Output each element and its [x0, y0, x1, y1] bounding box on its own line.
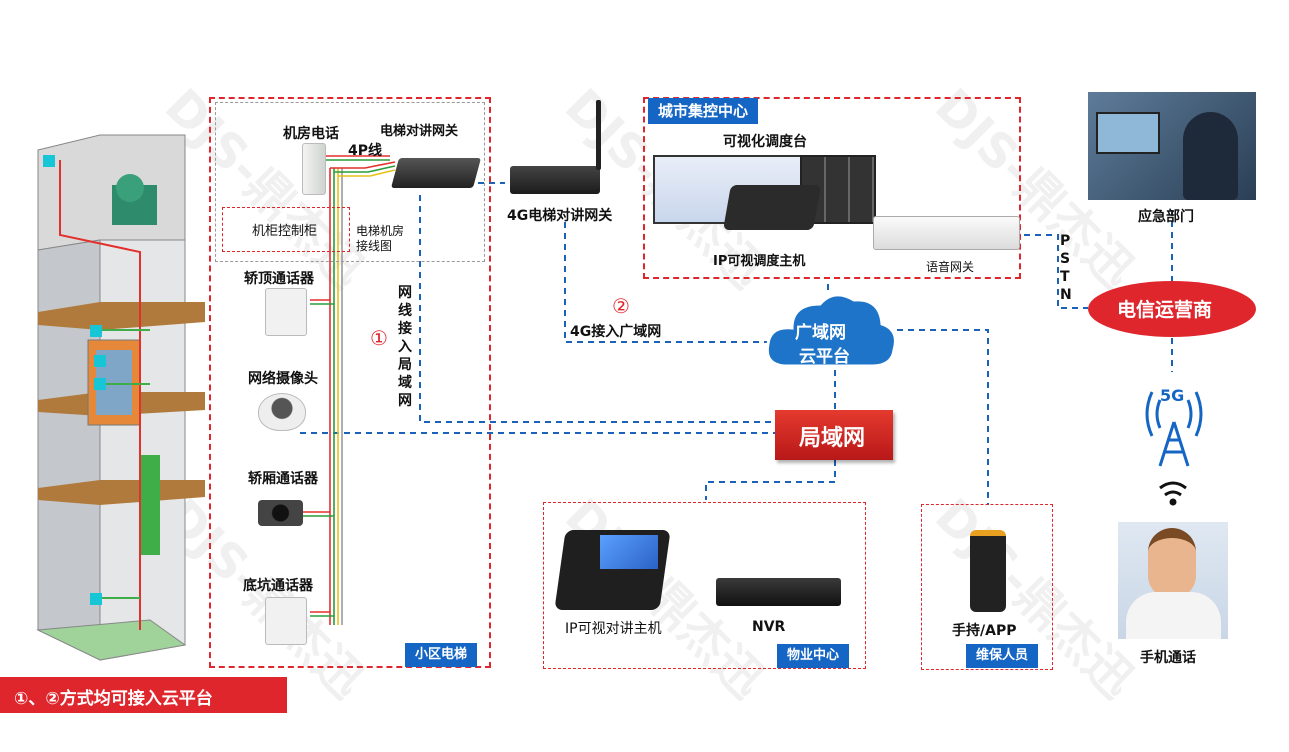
emergency-photo: [1088, 92, 1256, 200]
pstn-letter: P: [1060, 233, 1071, 249]
cloud-line1: 广域网: [795, 323, 846, 343]
car-intercom-label: 轿厢通话器: [248, 471, 318, 487]
voice-gateway-icon: [873, 216, 1020, 250]
city-center-tag: 城市集控中心: [648, 98, 759, 124]
lan-cable-vertical-label: 网线接入局域网: [398, 285, 412, 409]
car-top-intercom-icon: [265, 288, 307, 336]
elevator-gateway-label: 电梯对讲网关: [380, 124, 459, 139]
handheld-label: 手持/APP: [952, 623, 1017, 639]
machine-room-wiring-text: 电梯机房接线图: [356, 224, 405, 253]
lan-access-label: 4G接入广域网: [570, 324, 662, 340]
telecom-ellipse: [1088, 281, 1256, 337]
handheld-terminal-icon: [970, 530, 1006, 612]
nvr-label: NVR: [752, 619, 786, 635]
footer-note-text: ①、②方式均可接入云平台: [14, 689, 213, 709]
marker-2: ②: [612, 294, 630, 318]
elevator-shaft: [36, 134, 205, 661]
operator-figure: [1183, 112, 1238, 200]
tower-5g-icon: [1145, 391, 1203, 467]
pstn-label: P S T N: [1060, 232, 1074, 304]
lan-box: [775, 410, 893, 460]
nvr-icon: [716, 578, 841, 606]
cloud-icon: [765, 293, 897, 368]
mobile-call-photo: [1118, 522, 1228, 639]
car-intercom-icon: [258, 500, 303, 526]
wireless-signal-icon: [1159, 481, 1187, 506]
community-elevator-box: [209, 97, 491, 668]
pit-intercom-label: 底坑通话器: [243, 578, 313, 594]
car-top-intercom-label: 轿顶通话器: [244, 271, 314, 287]
city-center-box: [643, 97, 1021, 279]
community-elevator-tag: 小区电梯: [405, 643, 478, 667]
ip-dispatch-host-label: IP可视调度主机: [713, 254, 806, 269]
telecom-label: 电信运营商: [1117, 299, 1213, 321]
network-camera-label: 网络摄像头: [248, 371, 318, 387]
visual-console-label: 可视化调度台: [723, 134, 807, 150]
machine-room-box: [215, 102, 485, 262]
ip-dispatch-host-icon: [723, 185, 821, 230]
pstn-letter: N: [1060, 287, 1072, 303]
cable-4p-label: 4P线: [348, 143, 383, 159]
property-center-tag: 物业中心: [777, 644, 850, 668]
pstn-letter: S: [1060, 251, 1071, 267]
antenna-icon: [596, 100, 601, 170]
monitor-figure: [1096, 112, 1160, 154]
marker-1: ①: [370, 326, 388, 350]
person-body: [1126, 592, 1221, 639]
network-camera-icon: [258, 393, 306, 431]
signal-5g-label: 5G: [1160, 386, 1185, 405]
person-head: [1148, 528, 1196, 598]
mobile-call-label: 手机通话: [1140, 650, 1196, 666]
machine-room-phone-icon: [302, 143, 326, 195]
emergency-label: 应急部门: [1138, 209, 1194, 225]
pit-intercom-icon: [265, 597, 307, 645]
machine-room-phone-label: 机房电话: [283, 126, 339, 142]
property-center-box: [543, 502, 866, 669]
lan-label: 局域网: [799, 426, 866, 451]
elevator-gateway-icon: [390, 158, 482, 188]
maintenance-box: [921, 504, 1053, 670]
machine-room-wiring-label: 电梯机房接线图: [356, 224, 412, 254]
maintenance-tag: 维保人员: [966, 644, 1039, 668]
ip-intercom-screen: [600, 535, 658, 569]
control-cabinet-box: [222, 207, 350, 252]
pstn-letter: T: [1060, 269, 1070, 285]
cloud-line2: 云平台: [799, 347, 850, 367]
gateway-4g-label: 4G电梯对讲网关: [507, 208, 613, 224]
control-cabinet-label: 机柜控制柜: [252, 224, 318, 239]
ip-intercom-host-label: IP可视对讲主机: [565, 621, 662, 637]
footer-note: ①、②方式均可接入云平台: [0, 677, 287, 713]
gateway-4g-icon: [510, 166, 600, 194]
voice-gateway-label: 语音网关: [926, 260, 975, 274]
